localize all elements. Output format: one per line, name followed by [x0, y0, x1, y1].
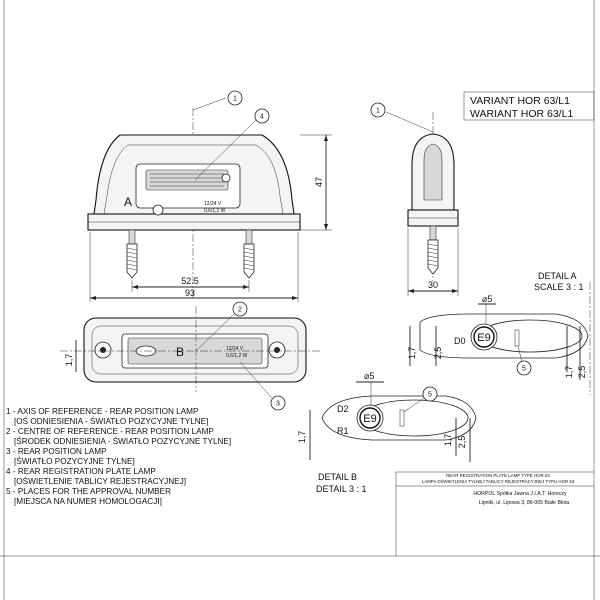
title-block: REAR REGISTRATION PLATE LAMP TYPE HOR 63… [395, 471, 594, 556]
dim-30-arrows [408, 289, 458, 293]
front-stud-left [126, 229, 138, 279]
title-address: Lipniki, ul. Lipowa 3, 86-005 Białe Błot… [479, 500, 570, 506]
side-callout-1-text: 1 [376, 108, 380, 115]
bottom-hole-left-center [100, 347, 106, 353]
detail-b-e-mark-outer [356, 404, 384, 432]
callout-2-leader [195, 313, 235, 352]
detail-b-marker: B [176, 345, 184, 359]
detail-b-e9: E9 [363, 413, 376, 425]
bottom-watt-label: 0,6/1,2 W [226, 353, 248, 359]
legend-line-8: [OŚWIETLENIE TABLICY REJESTRACYJNEJ] [14, 475, 186, 486]
callout-2-text: 2 [238, 307, 242, 314]
detail-b-scale: DETAIL 3 : 1 [316, 484, 367, 494]
detail-a-e9: E9 [477, 332, 490, 344]
front-view: 1 12/24 V 0,6/1,2 W A 4 [87, 90, 332, 302]
callout-5b-text: 5 [428, 392, 432, 399]
legend-line-5: 3 - REAR POSITION LAMP [6, 447, 107, 456]
detail-a-diam-text: ⌀5 [482, 294, 492, 304]
callout-4-leader [194, 119, 257, 181]
bottom-housing-inner [91, 325, 299, 375]
side-view: 1 30 [370, 102, 459, 296]
legend-line-2: [OŚ ODNIESIENIA - ŚWIATŁO POZYCYJNE TYLN… [14, 415, 208, 426]
front-e-mark [152, 204, 164, 216]
front-lens-ribs [150, 173, 224, 187]
detail-a: DETAIL A SCALE 3 : 1 E9 D0 ⌀5 5 1,7 2,5 … [407, 271, 591, 395]
front-stud-right [243, 229, 255, 279]
detail-a-marker: A [124, 195, 132, 209]
callout-2-circle [232, 301, 248, 317]
variant-en: VARIANT HOR 63/L1 [470, 95, 570, 107]
detail-b-d2: D2 [337, 404, 349, 414]
title-line-1: REAR REGISTRATION PLATE LAMP TYPE HOR 63 [446, 473, 550, 478]
legend-line-3: 2 - CENTRE OF REFERENCE - REAR POSITION … [6, 427, 214, 436]
dim-30-text: 30 [428, 280, 438, 290]
bottom-volt-label: 12/24 V [226, 346, 244, 352]
callout-5a-circle [516, 360, 532, 376]
variant-frame [463, 91, 595, 121]
legend-line-4: [ŚRODEK ODNIESIENIA - ŚWIATŁO POZYCYJNE … [14, 435, 231, 446]
detail-b-dim-r2-text: 2,5 [457, 436, 467, 449]
callout-4-circle [254, 108, 270, 124]
legend-line-6: [ŚWIATŁO POZYCYJNE TYLNE] [14, 455, 135, 466]
detail-a-mark-slot [514, 329, 520, 347]
detail-a-dim-left-text: 1,7 [407, 347, 417, 360]
callout-4-text: 4 [260, 114, 264, 121]
bottom-hole-right-center [274, 347, 280, 353]
front-lens-glass [145, 169, 229, 191]
detail-a-dim-mid-text: 2,5 [433, 347, 443, 360]
front-approval-mark [221, 173, 231, 183]
side-lens [423, 143, 443, 201]
callout-1-circle [227, 90, 243, 106]
legend-line-10: [MIEJSCA NA NUMER HOMOLOGACJI] [14, 497, 162, 506]
variant-pl: WARIANT HOR 63/L1 [470, 108, 573, 120]
side-callout-1-leader [385, 111, 434, 133]
legend-line-7: 4 - REAR REGISTRATION PLATE LAMP [6, 467, 156, 476]
title-line-2: LAMPA OŚWIETLENIA TYLNEJ TABLICY REJESTR… [422, 479, 575, 484]
front-watt-label: 0,6/1,2 W [204, 208, 226, 214]
callout-1-leader [192, 97, 227, 111]
detail-b-title: DETAIL B [318, 472, 357, 482]
detail-b-dim-r1-text: 1,7 [443, 434, 453, 447]
detail-b: E9 D2 R1 ⌀5 5 1,7 1,7 2,5 DETAIL B DETAI… [297, 371, 477, 494]
dim-93-text: 93 [185, 288, 195, 298]
legend-line-1: 1 - AXIS OF REFERENCE - REAR POSITION LA… [6, 407, 199, 416]
detail-a-scale: SCALE 3 : 1 [534, 282, 584, 292]
dim-47-text: 47 [314, 177, 324, 187]
legend-line-9: 5 - PLACES FOR THE APPROVAL NUMBER [6, 487, 171, 496]
callout-5b-circle [422, 386, 438, 402]
detail-b-e-mark-inner [359, 407, 381, 429]
side-stud [427, 225, 439, 275]
bottom-view: B 12/24 V 0,6/1,2 W 2 3 1,7 [60, 301, 320, 411]
detail-a-e-mark-inner [473, 326, 495, 348]
detail-a-e-mark-outer [470, 323, 498, 351]
callout-3-leader [239, 361, 273, 399]
callout-5a-leader [517, 345, 523, 363]
detail-a-dim-right2-text: 2,5 [577, 366, 587, 379]
callout-5b-leader [403, 397, 425, 413]
detail-a-d0: D0 [454, 336, 466, 346]
front-volt-label: 12/24 V [204, 201, 222, 207]
legend: 1 - AXIS OF REFERENCE - REAR POSITION LA… [6, 407, 231, 506]
callout-5a-text: 5 [522, 366, 526, 373]
detail-a-dim-right1-text: 1,7 [564, 366, 574, 379]
side-callout-1-circle [370, 102, 386, 118]
callout-3-circle [270, 395, 286, 411]
variant-box: VARIANT HOR 63/L1 WARIANT HOR 63/L1 [463, 91, 595, 121]
detail-b-mark-slot [399, 409, 405, 427]
callout-1-text: 1 [233, 96, 237, 103]
callout-3-text: 3 [276, 401, 280, 408]
detail-b-diam-text: ⌀5 [364, 371, 374, 381]
bottom-dim-17-text: 1,7 [64, 354, 74, 367]
title-company: HORPOL Spółka Jawna J.I.A.T. Horeczy [473, 491, 567, 497]
detail-b-r1: R1 [337, 426, 349, 436]
dim-52-text: 52.5 [181, 276, 199, 286]
detail-b-dim-left-text: 1,7 [297, 431, 307, 444]
detail-a-title: DETAIL A [538, 271, 577, 281]
front-lamp-inner-contour [103, 144, 284, 215]
